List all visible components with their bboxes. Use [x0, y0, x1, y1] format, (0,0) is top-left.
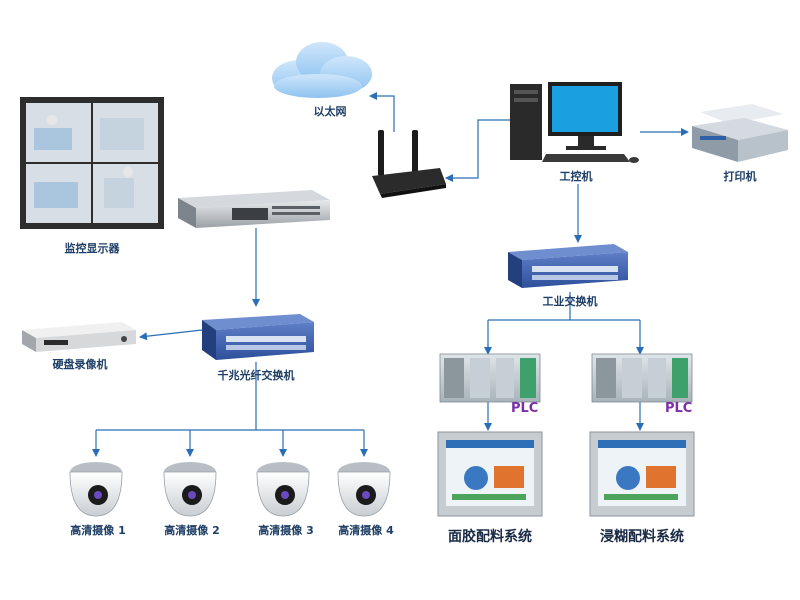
link-ipc-router: [445, 119, 510, 182]
link-fiberswitch-dvr: [139, 329, 203, 341]
industrial-switch-icon: [508, 244, 628, 288]
ethernet-cloud-icon: [272, 42, 372, 98]
connections: [92, 92, 689, 457]
rack-server-icon: [178, 190, 330, 228]
plc-2-icon: [591, 353, 693, 403]
dvr-icon: [22, 322, 136, 352]
camera-3-icon: [256, 462, 310, 517]
plc-1-label: PLC: [511, 401, 539, 416]
camera-4-icon: [337, 462, 391, 517]
camera-4-label: 高清摄像 4: [338, 524, 394, 537]
system-1-label: 面胶配料系统: [448, 529, 532, 545]
hmi-2-icon: [589, 431, 695, 517]
fiber-switch-label: 千兆光纤交换机: [217, 369, 295, 382]
monitor-display-label: 监控显示器: [64, 242, 120, 255]
industrial-switch-label: 工业交换机: [542, 295, 598, 308]
monitor-display-icon: [20, 97, 164, 229]
router-icon: [372, 130, 446, 198]
camera-2-label: 高清摄像 2: [164, 524, 220, 537]
link-fiberswitch-cameras: [96, 362, 364, 431]
camera-3-label: 高清摄像 3: [258, 524, 314, 537]
fiber-switch-icon: [202, 314, 314, 360]
hmi-1-icon: [437, 431, 543, 517]
link-router-ethernet: [369, 92, 395, 132]
dvr-label: 硬盘录像机: [52, 358, 108, 371]
plc-1-icon: [439, 353, 541, 403]
ipc-label: 工控机: [559, 170, 593, 183]
camera-1-icon: [69, 462, 123, 517]
ipc-icon: [510, 82, 639, 163]
ethernet-label: 以太网: [313, 105, 347, 118]
camera-1-label: 高清摄像 1: [70, 524, 126, 537]
camera-2-icon: [163, 462, 217, 517]
link-switch-plc-bus: [487, 292, 641, 352]
plc-2-label: PLC: [665, 401, 693, 416]
printer-label: 打印机: [723, 170, 757, 183]
system-2-label: 浸糊配料系统: [600, 529, 684, 545]
printer-icon: [692, 104, 788, 162]
